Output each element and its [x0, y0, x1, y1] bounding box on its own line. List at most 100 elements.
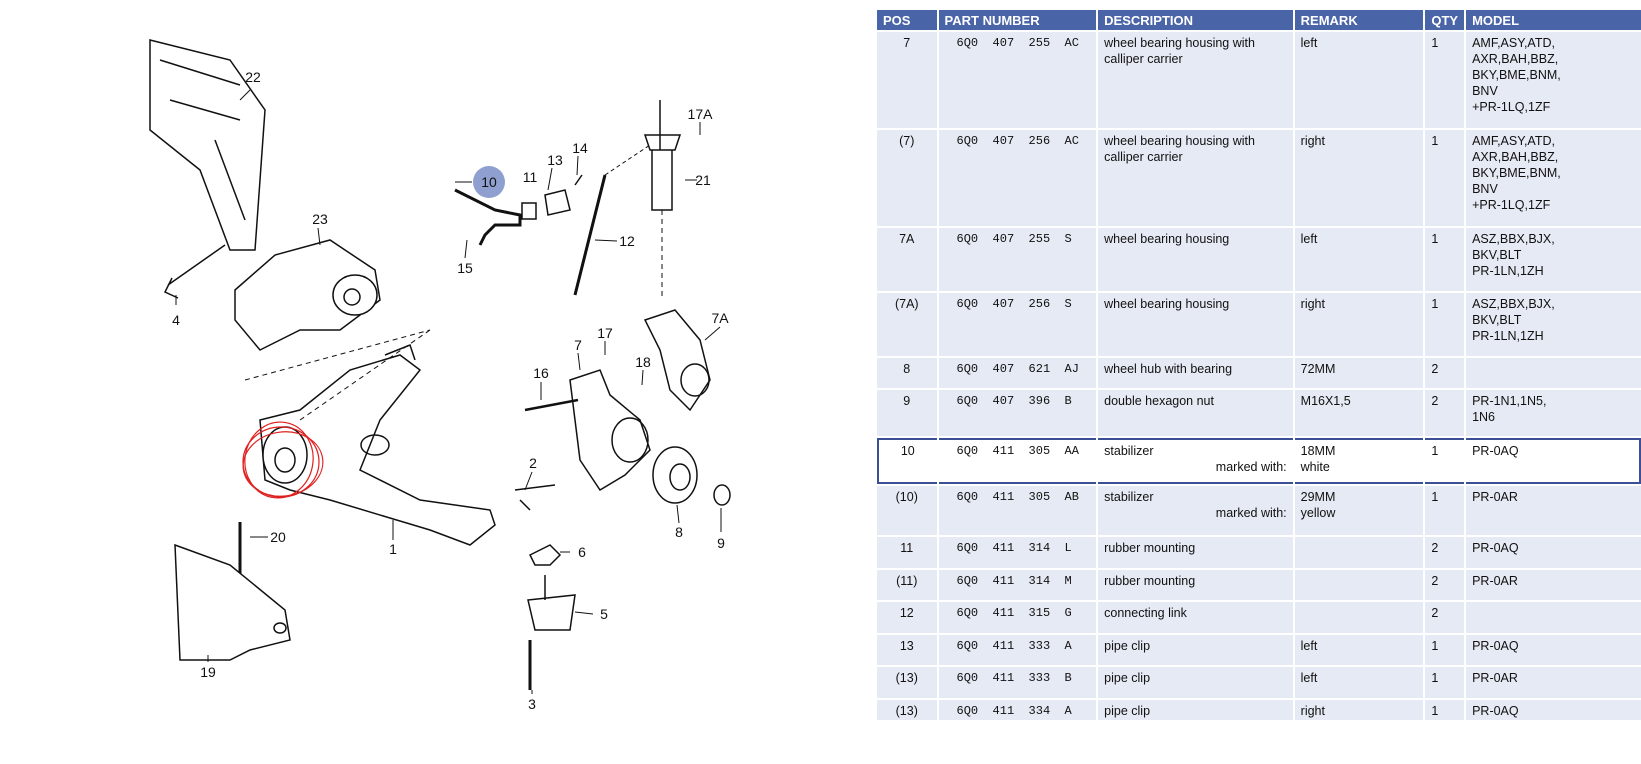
- callout-16[interactable]: 16: [533, 365, 549, 381]
- part-number-cell: 6Q0 411 334 A: [938, 700, 1097, 720]
- callout-12[interactable]: 12: [619, 233, 635, 249]
- part-number-cell: 6Q0 411 314 L: [938, 537, 1097, 568]
- callout-7a[interactable]: 7A: [711, 310, 729, 326]
- remark-cell: 29MM yellow: [1294, 486, 1424, 535]
- col-remark: REMARK: [1294, 10, 1424, 30]
- remark-cell: [1294, 602, 1424, 633]
- callout-13[interactable]: 13: [547, 152, 563, 168]
- description-cell: wheel bearing housing with calliper carr…: [1098, 130, 1293, 226]
- model-cell: [1466, 358, 1641, 388]
- remark-cell: left: [1294, 32, 1424, 128]
- callout-22[interactable]: 22: [245, 69, 261, 85]
- description-cell: rubber mounting: [1098, 570, 1293, 600]
- qty-cell: 1: [1425, 293, 1465, 356]
- col-qty: QTY: [1425, 10, 1465, 30]
- description-text: pipe clip: [1104, 671, 1151, 685]
- qty-cell: 1: [1425, 228, 1465, 291]
- qty-cell: 1: [1425, 700, 1465, 720]
- callout-17[interactable]: 17: [597, 325, 613, 341]
- callout-11[interactable]: 11: [522, 169, 538, 185]
- remark-cell: 72MM: [1294, 358, 1424, 388]
- pos-cell: 9: [877, 390, 937, 436]
- ball-joint-part: [527, 544, 576, 631]
- pos-cell: (7A): [877, 293, 937, 356]
- description-text: wheel bearing housing: [1104, 297, 1230, 311]
- callout-14[interactable]: 14: [572, 140, 588, 156]
- qty-cell: 1: [1425, 667, 1465, 698]
- callout-1[interactable]: 1: [389, 541, 397, 557]
- pos-cell: (13): [877, 667, 937, 698]
- callout-7[interactable]: 7: [574, 337, 582, 353]
- callout-23[interactable]: 23: [312, 211, 328, 227]
- diagram-drawing: [149, 39, 731, 694]
- callout-17a[interactable]: 17A: [687, 106, 713, 122]
- pos-cell: (10): [877, 486, 937, 535]
- description-text: rubber mounting: [1104, 574, 1196, 588]
- callout-19[interactable]: 19: [200, 664, 216, 680]
- model-cell: PR-0AQ: [1466, 700, 1641, 720]
- parts-table: POS PART NUMBER DESCRIPTION REMARK QTY M…: [875, 8, 1641, 722]
- callout-2[interactable]: 2: [529, 455, 537, 471]
- pos-cell: 13: [877, 635, 937, 665]
- pos-cell: 7: [877, 32, 937, 128]
- callout-5[interactable]: 5: [600, 606, 608, 622]
- description-cell: pipe clip: [1098, 667, 1293, 698]
- remark-cell: M16X1,5: [1294, 390, 1424, 436]
- model-cell: [1466, 602, 1641, 633]
- qty-cell: 2: [1425, 570, 1465, 600]
- callout-3[interactable]: 3: [528, 696, 536, 712]
- callout-15[interactable]: 15: [457, 260, 473, 276]
- pos-cell: 11: [877, 537, 937, 568]
- callout-21[interactable]: 21: [695, 172, 711, 188]
- remark-cell: 18MM white: [1294, 438, 1424, 484]
- remark-cell: [1294, 537, 1424, 568]
- callout-6[interactable]: 6: [578, 544, 586, 560]
- marked-with-label: marked with:: [1215, 506, 1287, 520]
- pos-cell: 12: [877, 602, 937, 633]
- pos-cell: 8: [877, 358, 937, 388]
- model-cell: AMF,ASY,ATD, AXR,BAH,BBZ, BKY,BME,BNM, B…: [1466, 32, 1641, 128]
- model-cell: PR-0AQ: [1466, 537, 1641, 568]
- description-text: wheel hub with bearing: [1104, 362, 1233, 376]
- model-cell: PR-0AR: [1466, 570, 1641, 600]
- pos-cell: (13): [877, 700, 937, 720]
- description-cell: wheel bearing housing: [1098, 228, 1293, 291]
- marked-with-label: marked with:: [1215, 460, 1287, 474]
- callout-9[interactable]: 9: [717, 535, 725, 551]
- callout-4[interactable]: 4: [172, 312, 180, 328]
- model-cell: AMF,ASY,ATD, AXR,BAH,BBZ, BKY,BME,BNM, B…: [1466, 130, 1641, 226]
- stabilizer-part: [454, 188, 522, 246]
- part-number-cell: 6Q0 407 255 S: [938, 228, 1097, 291]
- callout-8[interactable]: 8: [675, 524, 683, 540]
- part-number-cell: 6Q0 411 305 AA: [938, 438, 1097, 484]
- callout-18[interactable]: 18: [635, 354, 651, 370]
- callout-20[interactable]: 20: [270, 529, 286, 545]
- red-markup-circle: [242, 421, 324, 499]
- pos-cell: 10: [877, 438, 937, 484]
- remark-cell: left: [1294, 228, 1424, 291]
- description-cell: pipe clip: [1098, 635, 1293, 665]
- col-part-number: PART NUMBER: [938, 10, 1097, 30]
- description-cell: wheel bearing housing with calliper carr…: [1098, 32, 1293, 128]
- description-text: double hexagon nut: [1104, 394, 1214, 408]
- pos-cell: (7): [877, 130, 937, 226]
- description-text: pipe clip: [1104, 704, 1151, 718]
- col-description: DESCRIPTION: [1098, 10, 1293, 30]
- callout-10-highlighted[interactable]: 10: [473, 166, 505, 198]
- connecting-link-part: [573, 174, 607, 296]
- part-number-cell: 6Q0 407 255 AC: [938, 32, 1097, 128]
